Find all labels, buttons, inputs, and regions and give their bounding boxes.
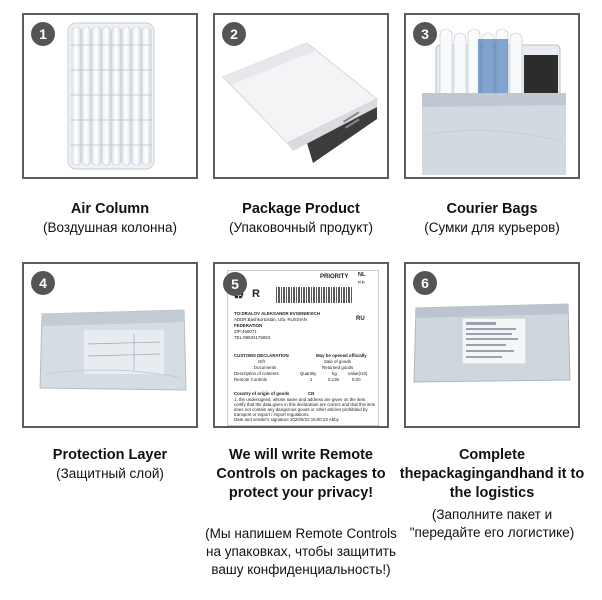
barcode-icon [276,287,352,303]
label-qty-header: Quantity [300,371,317,376]
step-number-badge: 3 [413,22,437,46]
label-to-line3: FEDERATION [234,323,263,328]
label-cert5: Date and sender's signature 2020/6/22 15… [234,417,339,422]
step-1-card: 1 [22,13,198,179]
shipping-label: PRIORITY NL P.P. ♻ R TO:DRALOV ALEKSANDR… [227,270,379,426]
poly-mailer-image [222,42,378,163]
step-4-card: 4 [22,262,198,428]
label-to-line2: ADDR:Bashkortostan, Ufa, RUSSIAN [234,317,307,322]
label-cn: CN [308,391,315,396]
label-gift: Gift [258,359,265,364]
label-to-line1: TO:DRALOV ALEKSANDR EVGENIEVICH [234,311,320,316]
step-4-subtitle: (Защитный слой) [56,466,164,481]
step-5-card: 5 PRIORITY NL P.P. ♻ R TO:DRALOV ALEKSAN… [213,262,389,428]
step-number-badge: 4 [31,271,55,295]
step-number-badge: 6 [413,271,437,295]
step-4-title: Protection Layer [52,447,168,463]
label-value-header: value(US) [348,371,368,376]
label-may-open: May be opened officially [316,353,367,358]
step-3-subtitle: (Сумки для курьеров) [424,220,560,235]
label-r: R [252,288,260,300]
step-3-card: 3 [404,13,580,179]
step-2-subtitle: (Упаковочный продукт) [229,220,373,235]
label-documents: Documents [254,365,277,370]
step-6-subtitle: (Заполните пакет и "передайте его логист… [409,507,575,540]
step-5-subtitle: (Мы напишем Remote Controls на упаковках… [205,526,397,577]
label-country: Country of origin of goods [234,391,290,396]
courier-bag-image [422,28,566,175]
label-ru: RU [356,316,365,322]
label-sale: Sale of goods [324,359,351,364]
step-2-card: 2 [213,13,389,179]
air-column-image [67,22,155,170]
step-5-title: We will write Remote Controls on package… [216,447,386,501]
step-3-title: Courier Bags [446,201,538,217]
step-1-subtitle: (Воздушная колонна) [43,220,177,235]
label-item-value: 5.00 [352,377,361,382]
label-item-qty: 1 [310,377,313,382]
label-cert3: does not contain any dangerous goods or … [234,407,368,412]
protection-layer-image [39,309,187,391]
label-to-line4: ZIP:450071 [234,329,257,334]
label-pp: P.P. [358,280,366,285]
label-nl: NL [358,272,366,278]
label-cert4: transport or export / import regulations… [234,412,310,417]
label-item: Remote Controls [234,377,267,382]
step-number-badge: 5 [223,272,247,296]
label-kg-header: kg [332,371,337,376]
step-6-card: 6 [404,262,580,428]
label-customs: CUSTOMS DECLARATION [234,353,289,358]
label-desc-header: Description of contents [234,371,279,376]
step-2-title: Package Product [242,201,360,217]
step-6-title: Complete thepackagingandhand it to the l… [399,447,585,501]
step-number-badge: 1 [31,22,55,46]
label-cert2: certify that the data given in this decl… [234,402,376,407]
label-to-line5: TEL:89834175063 [234,335,271,340]
step-1-title: Air Column [70,201,150,217]
label-item-kg: 0.136 [328,377,339,382]
step-number-badge: 2 [222,22,246,46]
label-returned: Returned goods [322,365,354,370]
labeled-package-image [413,303,571,383]
label-cert1: 1, the undersigned, whose name and addre… [234,397,367,402]
label-priority: PRIORITY [320,274,349,280]
